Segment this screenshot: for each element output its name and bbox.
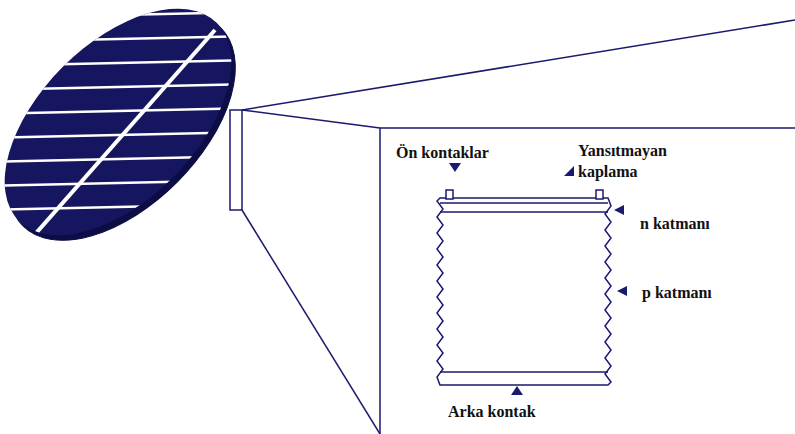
zoom-line [242,210,380,434]
n-layer-boundary [440,211,608,213]
pointer-marker [617,286,627,296]
pointer-marker [614,205,624,215]
grid-finger [0,156,260,162]
zoom-line [242,20,795,110]
grid-finger [0,12,260,18]
grid-finger [0,36,260,42]
grid-finger [0,132,260,138]
part-label: Arka kontak [448,402,608,423]
part-label: Yansıtmayan kaplama [578,141,688,183]
grid-finger [0,84,260,90]
pointer-marker [449,163,461,172]
front-contact [596,190,603,199]
solar-cell-disc [0,0,272,276]
part-label: Ön kontaklar [396,143,536,164]
part-label: p katmanı [642,283,782,304]
zoom-panel [380,128,795,434]
back-contact-layer [440,371,608,373]
antireflective-coating [440,202,608,204]
pointer-marker [564,166,574,176]
grid-finger [0,108,260,114]
grid-finger [0,204,260,210]
bus-bar [30,30,215,240]
grid-finger [0,180,260,186]
pointer-marker [511,386,523,395]
grid-lines [0,12,260,240]
cell-cross-section [437,198,611,385]
front-contact [446,190,453,199]
zoom-marker [230,110,242,210]
part-label: n katmanı [640,214,780,235]
zoom-line [242,110,380,128]
grid-finger [0,60,260,66]
